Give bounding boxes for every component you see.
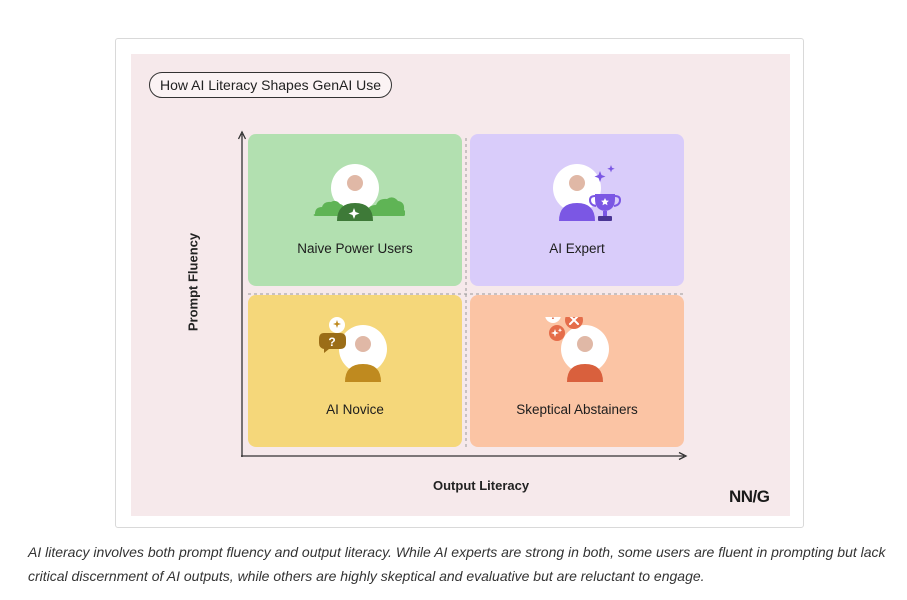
figure-caption: AI literacy involves both prompt fluency… [28,544,886,584]
quadrant-ai-expert: AI Expert [470,134,684,286]
quadrant-skeptical-abstainers: ! Skeptical Abstainers [470,295,684,447]
figure-background: How AI Literacy Shapes GenAI Use Naive P… [131,54,790,516]
svg-text:?: ? [328,335,335,349]
user-with-sparkle-and-clouds-icon [313,164,405,221]
figure-title: How AI Literacy Shapes GenAI Use [149,72,392,98]
quadrant-naive-power-users: Naive Power Users [248,134,462,286]
user-with-trophy-icon [553,164,622,221]
svg-text:!: ! [551,317,555,322]
quadrant-label: AI Expert [549,241,605,256]
quadrant-label: Skeptical Abstainers [516,402,638,417]
axes [237,130,688,461]
y-axis-label: Prompt Fluency [185,232,201,332]
x-axis-label: Output Literacy [433,478,530,493]
nng-logo: NN/G [729,487,770,506]
quadrant-label: AI Novice [326,402,384,417]
user-with-warning-icons: ! [545,317,609,382]
user-with-question-bubble-icon: ? [319,317,387,382]
quadrant-ai-novice: ? AI Novice [248,295,462,447]
quadrant-label: Naive Power Users [297,241,413,256]
figure-card: How AI Literacy Shapes GenAI Use Naive P… [115,38,804,528]
